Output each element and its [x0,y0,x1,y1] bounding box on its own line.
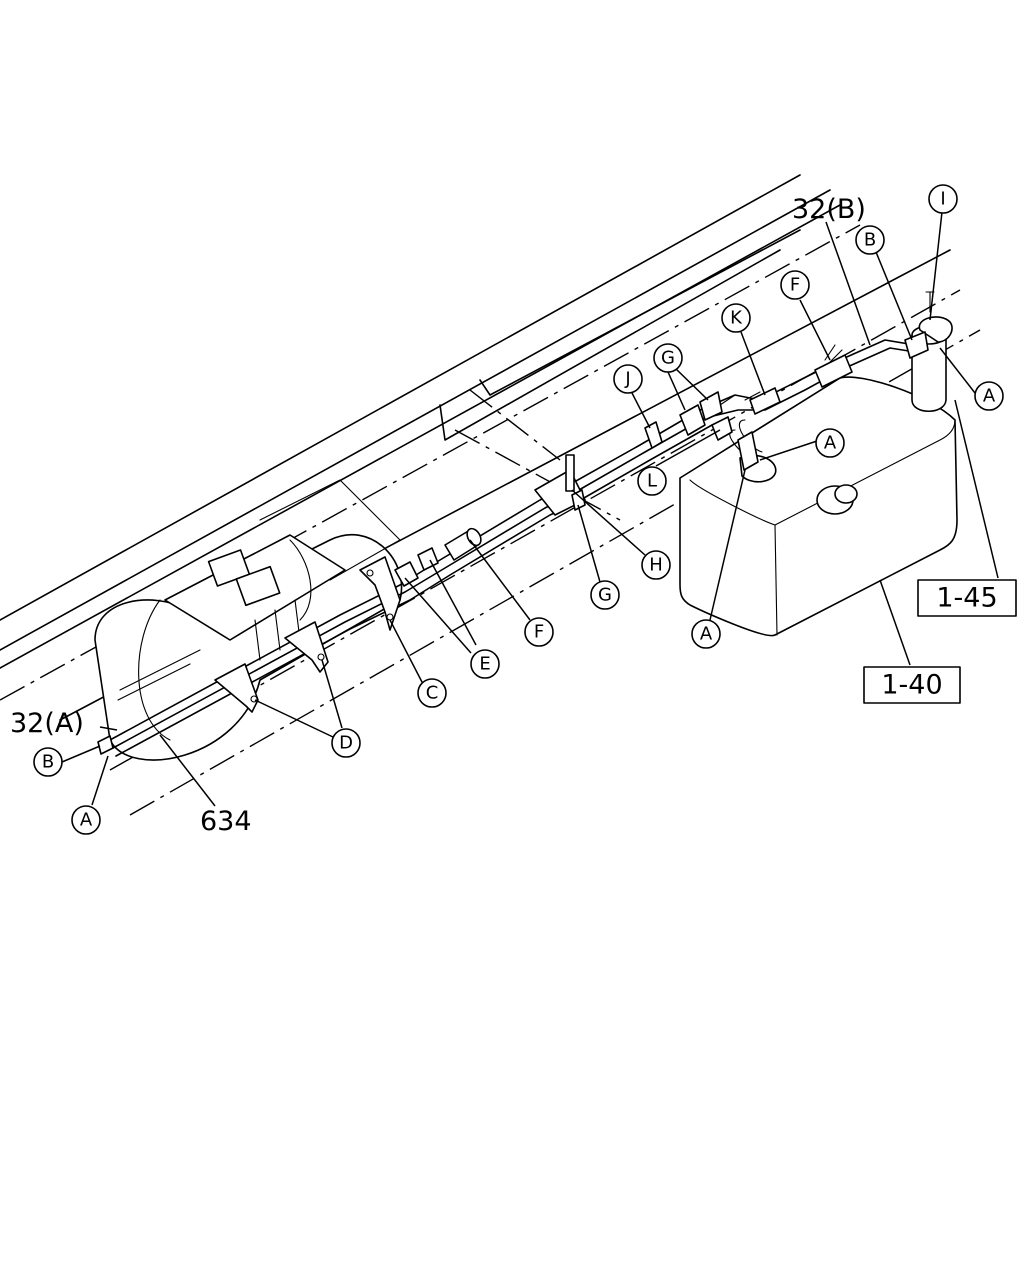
ref-1-40-text: 1-40 [881,670,942,701]
callout-j: J [613,364,643,394]
callout-a-right: A [974,381,1004,411]
fuel-tank [679,376,958,637]
callout-i: I [928,184,958,214]
callout-e-text: E [479,654,490,675]
engine-block [94,479,403,761]
callout-l: L [637,466,667,496]
brackets-clips [97,331,929,755]
callout-a-tank-bottom-text: A [700,624,713,645]
ref-box-1-45: 1-45 [917,579,1017,617]
callout-c: C [417,678,447,708]
label-32a: 32(A) [10,708,84,739]
callout-f-lower-text: F [534,622,544,643]
callout-e: E [470,649,500,679]
leader-lines [61,211,999,807]
callout-f-upper-text: F [790,275,800,296]
callout-a-left: A [71,805,101,835]
callout-g-upper: G [653,343,683,373]
callout-b-left: B [33,747,63,777]
callout-d: D [331,728,361,758]
callout-f-lower: F [524,617,554,647]
callout-d-text: D [339,733,353,754]
callout-a-right-text: A [983,386,996,407]
ref-1-45-text: 1-45 [936,583,997,614]
callout-f-upper: F [780,270,810,300]
callout-g-lower-text: G [598,585,612,606]
callout-k-text: K [730,308,743,329]
callout-g-upper-text: G [661,348,675,369]
callout-a-tank-bottom: A [691,619,721,649]
callout-l-text: L [647,471,657,492]
callout-b-right: B [855,225,885,255]
callout-i-text: I [940,189,945,210]
callout-a-tank-top: A [815,428,845,458]
ref-box-1-40: 1-40 [863,666,961,704]
callout-c-text: C [426,683,439,704]
callout-b-right-text: B [864,230,876,251]
callout-h: H [641,550,671,580]
callout-a-tank-top-text: A [824,433,837,454]
callout-k: K [721,303,751,333]
callout-a-left-text: A [80,810,93,831]
callout-j-text: J [624,369,630,390]
callout-g-lower: G [590,580,620,610]
callout-h-text: H [649,555,663,576]
label-634: 634 [200,806,252,837]
callout-b-left-text: B [42,752,54,773]
label-32b: 32(B) [792,194,866,225]
